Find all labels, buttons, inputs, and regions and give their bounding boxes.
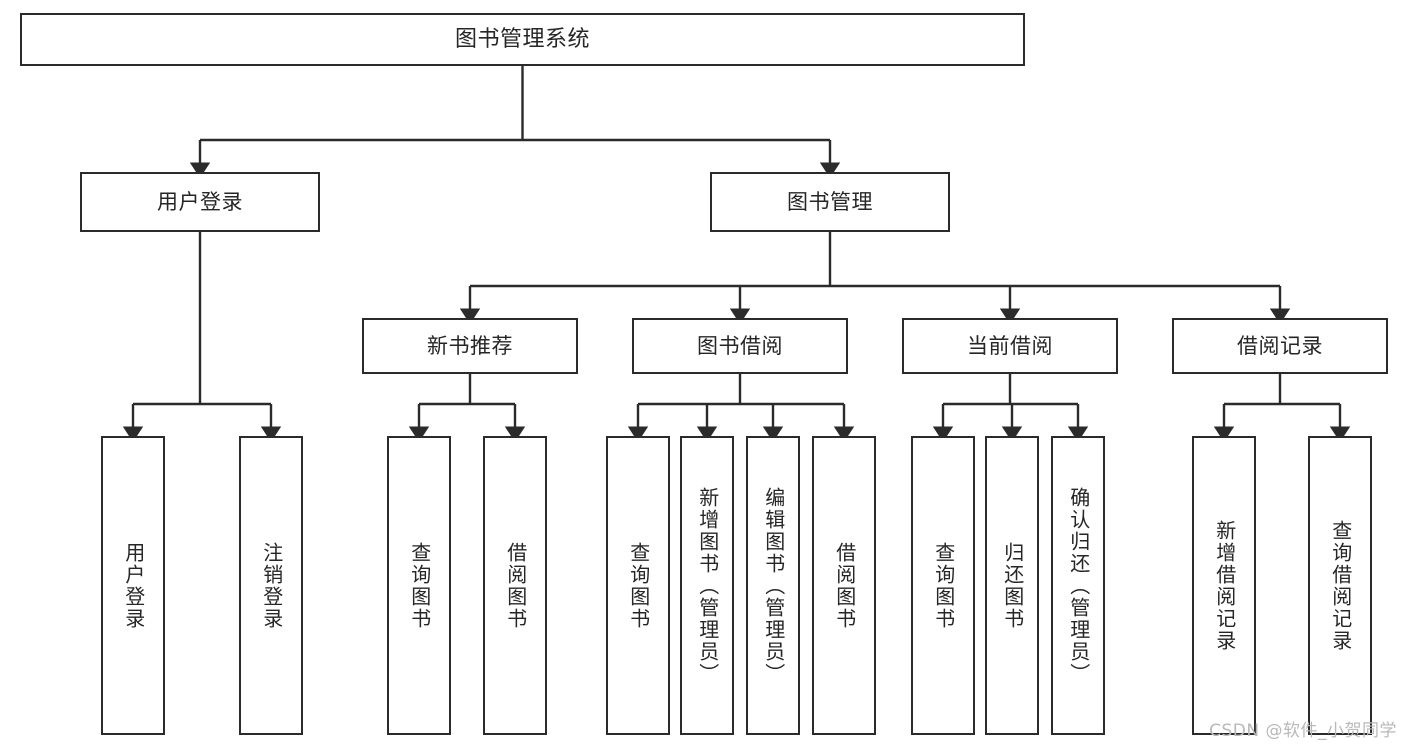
node-leaf-add-book-admin[interactable]: 新增图书（管理员） <box>680 436 734 735</box>
node-label: 查询图书 <box>626 541 651 630</box>
node-label: 图书管理 <box>787 189 873 214</box>
node-book-borrowing[interactable]: 图书借阅 <box>632 318 848 374</box>
node-leaf-user-login[interactable]: 用户登录 <box>101 436 165 735</box>
node-current-borrowing[interactable]: 当前借阅 <box>902 318 1118 374</box>
node-label: 新增借阅记录 <box>1212 519 1237 652</box>
node-leaf-return-book[interactable]: 归还图书 <box>985 436 1039 735</box>
node-user-login[interactable]: 用户登录 <box>80 172 320 232</box>
node-label: 查询图书 <box>931 541 956 630</box>
node-label: 查询图书 <box>407 541 432 630</box>
node-label: 新增图书（管理员） <box>695 486 720 685</box>
node-label: 注销登录 <box>259 541 284 630</box>
node-new-book-recommendation[interactable]: 新书推荐 <box>362 318 578 374</box>
node-label: 借阅记录 <box>1237 333 1323 358</box>
node-leaf-confirm-return-admin[interactable]: 确认归还（管理员） <box>1051 436 1105 735</box>
node-label: 新书推荐 <box>427 333 513 358</box>
node-book-management[interactable]: 图书管理 <box>710 172 950 232</box>
node-root-book-management-system[interactable]: 图书管理系统 <box>20 13 1025 66</box>
node-label: 确认归还（管理员） <box>1066 486 1091 685</box>
node-label: 用户登录 <box>121 541 146 630</box>
node-leaf-borrow-book-b[interactable]: 借阅图书 <box>812 436 876 735</box>
node-leaf-add-borrow-record[interactable]: 新增借阅记录 <box>1192 436 1256 735</box>
node-leaf-query-book-c[interactable]: 查询图书 <box>911 436 975 735</box>
node-label: 图书借阅 <box>697 333 783 358</box>
node-leaf-query-borrow-record[interactable]: 查询借阅记录 <box>1308 436 1372 735</box>
node-leaf-logout[interactable]: 注销登录 <box>239 436 303 735</box>
node-label: 借阅图书 <box>832 541 857 630</box>
node-leaf-borrow-book-a[interactable]: 借阅图书 <box>483 436 547 735</box>
node-label: 当前借阅 <box>967 333 1053 358</box>
node-leaf-query-book-b[interactable]: 查询图书 <box>606 436 670 735</box>
node-leaf-query-book-a[interactable]: 查询图书 <box>387 436 451 735</box>
node-leaf-edit-book-admin[interactable]: 编辑图书（管理员） <box>746 436 800 735</box>
node-label: 借阅图书 <box>503 541 528 630</box>
node-borrowing-records[interactable]: 借阅记录 <box>1172 318 1388 374</box>
node-label: 编辑图书（管理员） <box>761 486 786 685</box>
node-label: 图书管理系统 <box>454 26 590 52</box>
node-label: 归还图书 <box>1000 541 1025 630</box>
node-label: 查询借阅记录 <box>1328 519 1353 652</box>
csdn-watermark: CSDN @软件_小贺同学 <box>1209 721 1397 741</box>
node-label: 用户登录 <box>157 189 243 214</box>
